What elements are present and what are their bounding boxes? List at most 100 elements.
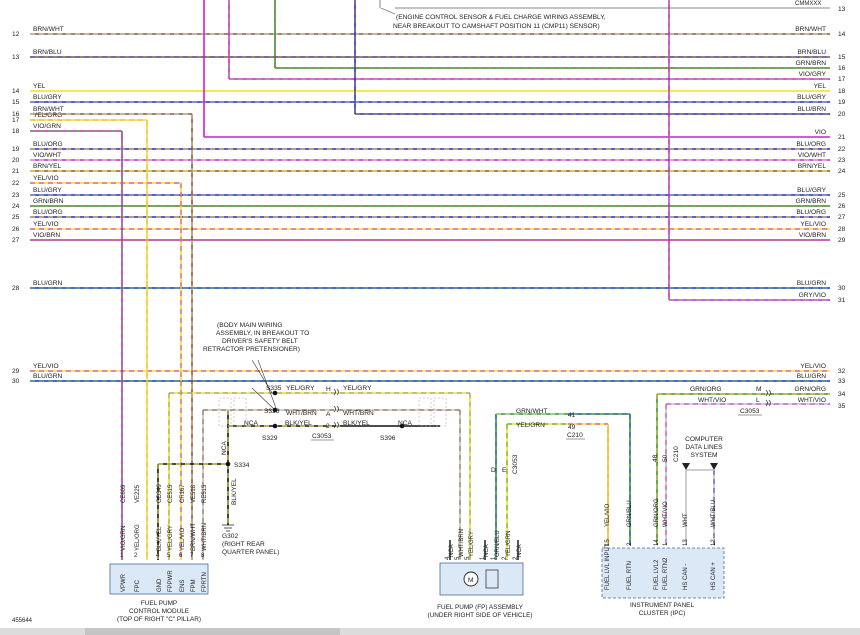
stub-left-num-2: 22	[12, 180, 20, 187]
row-left-label-4: YEL	[33, 83, 46, 90]
row-right-num-4: 18	[838, 88, 846, 95]
row-right-num-9: 23	[838, 157, 846, 164]
ipc-pin-wire-5: WHT/BLU	[711, 500, 717, 527]
ipc-inline-connector-0	[765, 389, 771, 397]
ipc-pin-name-4: HS CAN -	[683, 564, 689, 590]
row-right-label-11: BLU/GRY	[797, 187, 826, 194]
fpcm-box	[109, 563, 209, 595]
fpcm-pin-name-5: FPM	[191, 579, 197, 592]
bottom-scrollbar[interactable]	[0, 628, 860, 635]
ipc-r35-right-label: WHT/VIO	[798, 397, 826, 404]
splice-s336-label: S336	[264, 408, 280, 415]
shield-box-1	[233, 397, 247, 427]
ipc-caption-1: INSTRUMENT PANEL	[630, 602, 694, 609]
top-note-line2: NEAR BREAKOUT TO CAMSHAFT POSITION 11 (C…	[393, 23, 600, 30]
fp-pin-num-3: 1	[480, 556, 486, 560]
top-note-line1: (ENGINE CONTROL SENSOR & FUEL CHARGE WIR…	[396, 14, 606, 21]
row-left-num-16: 28	[12, 285, 20, 292]
row-left-label-1: BRN/BLU	[33, 49, 62, 56]
row-right-label-8: BLU/ORG	[796, 141, 826, 148]
ipc-pin-wire-4: WHT	[683, 513, 689, 527]
row-left-label-5: BLU/GRY	[33, 94, 62, 101]
fp-caption-2: (UNDER RIGHT SIDE OF VEHICLE)	[428, 612, 533, 619]
center-note-line1: (BODY MAIN WIRING	[217, 322, 282, 329]
ipc-pin-name-1: FUEL RTN	[627, 561, 633, 590]
row-right-num-18: 33	[838, 378, 846, 385]
wire-label-yelgry-left: YEL/GRY	[286, 385, 315, 392]
row-right-label-18: BLU/GRN	[797, 373, 827, 380]
fpcm-pin-ckt-5: VE518	[191, 484, 197, 503]
fp-pin-41: 41	[568, 412, 576, 419]
row-right-label-7: VIO	[815, 129, 826, 136]
fpcm-pin-wire-1: YEL/ORG	[135, 524, 141, 551]
ipc-r34-pin: M	[756, 386, 762, 393]
row-left-label-15: VIO/BRN	[33, 232, 60, 239]
row-right-label-10: BRN/YEL	[798, 163, 827, 170]
figure-id-label: 455644	[12, 618, 33, 624]
row-right-num-0: 14	[838, 31, 846, 38]
ipc-pin-name-2: FUEL LVL2	[654, 559, 660, 590]
row-right-num-12: 26	[838, 203, 846, 210]
ipc-pin-wire-2: GRN/ORG	[654, 498, 660, 527]
row-left-label-11: BLU/GRY	[33, 187, 62, 194]
fp-pin-d: D	[491, 467, 496, 474]
fpcm-pin-num-5: 7	[190, 553, 194, 559]
fp-pin-wire-1: WHT/BRN	[459, 529, 465, 557]
splice-s334-label: S334	[234, 462, 250, 469]
row-right-num-7: 21	[838, 134, 846, 141]
row-right-label-9: VIO/WHT	[798, 152, 826, 159]
ipc-pin-wire-3: WHT/VIO	[663, 501, 669, 527]
row-left-num-10: 21	[12, 168, 20, 175]
fp-pin-wire-4: GRN/BLU	[495, 530, 501, 557]
ipc-c210-label: C210	[673, 446, 680, 462]
fpcm-pin-name-6: FPRTN	[202, 572, 208, 592]
row-left-num-9: 20	[12, 157, 20, 164]
row-right-label-5: BLU/GRY	[797, 94, 826, 101]
row-right-num-10: 24	[838, 168, 846, 175]
note-leader-1	[251, 387, 276, 411]
fpcm-pin-wire-3: YEL/GRY	[168, 525, 174, 551]
ipc-c3053-label: C3053	[740, 408, 760, 415]
inline-connector-2	[333, 421, 339, 429]
splice-dot-s336	[272, 407, 278, 413]
bottom-scrollbar-thumb[interactable]	[85, 628, 340, 635]
fpcm-pin-ckt-1: VE225	[135, 484, 141, 503]
row-left-num-4: 14	[12, 88, 20, 95]
ipc-r34-num: 34	[838, 391, 846, 398]
fpcm-pin-name-2: GND	[157, 578, 163, 592]
row-31-num: 31	[838, 297, 846, 304]
ground-g302-loc1: (RIGHT REAR	[222, 541, 265, 548]
top-note-leader	[380, 7, 396, 15]
stub-left-label-1: VIO/GRN	[33, 123, 61, 130]
wire-label-blkyel-left: BLK/YEL	[285, 420, 312, 427]
fp-pin-num-4: 1	[491, 556, 497, 560]
splice-dot-s334	[225, 461, 231, 467]
ipc-pin-48: 48	[652, 454, 659, 462]
fpcm-pin-name-4: ENS	[180, 580, 186, 592]
splice-dot-s396	[399, 423, 405, 429]
fp-pin-e: E	[502, 467, 507, 474]
row-right-num-3: 17	[838, 76, 846, 83]
fp-c3053-label: C3053	[512, 454, 519, 474]
fp-pin-num-6: 2	[513, 556, 519, 560]
wire-label-whtbrn-right: WHT/BRN	[343, 410, 374, 417]
row-right-num-11: 25	[838, 192, 846, 199]
center-note-line4: RETRACTOR PRETENSIONER)	[203, 346, 300, 353]
fpcm-pin-name-1: FPC	[135, 579, 141, 592]
ground-g302-loc2: QUARTER PANEL)	[222, 549, 279, 556]
splice-s396-label: S396	[380, 435, 396, 442]
fpcm-pin-ckt-0: CE609	[121, 484, 127, 503]
row-right-num-17: 32	[838, 368, 846, 375]
stub-left-label-2: YEL/VIO	[33, 175, 59, 182]
wire-label-nca-right: NCA	[398, 420, 413, 427]
center-note-line3: DRIVER'S SAFETY BELT	[222, 338, 298, 345]
note-leader-3	[257, 359, 277, 409]
ipc-pin-wire-0: YEL/VIO	[605, 503, 611, 527]
vertical-blkyel-label: BLK/YEL	[231, 478, 238, 505]
row-right-num-13: 27	[838, 214, 846, 221]
ipc-r35-pin: L	[756, 397, 760, 404]
static-annotations: CMMXXX 13 (ENGINE CONTROL SENSOR & FUEL …	[203, 1, 846, 353]
row-left-num-18: 30	[12, 378, 20, 385]
row-left-label-13: BLU/ORG	[33, 209, 63, 216]
row-left-label-12: GRN/BRN	[33, 198, 64, 205]
